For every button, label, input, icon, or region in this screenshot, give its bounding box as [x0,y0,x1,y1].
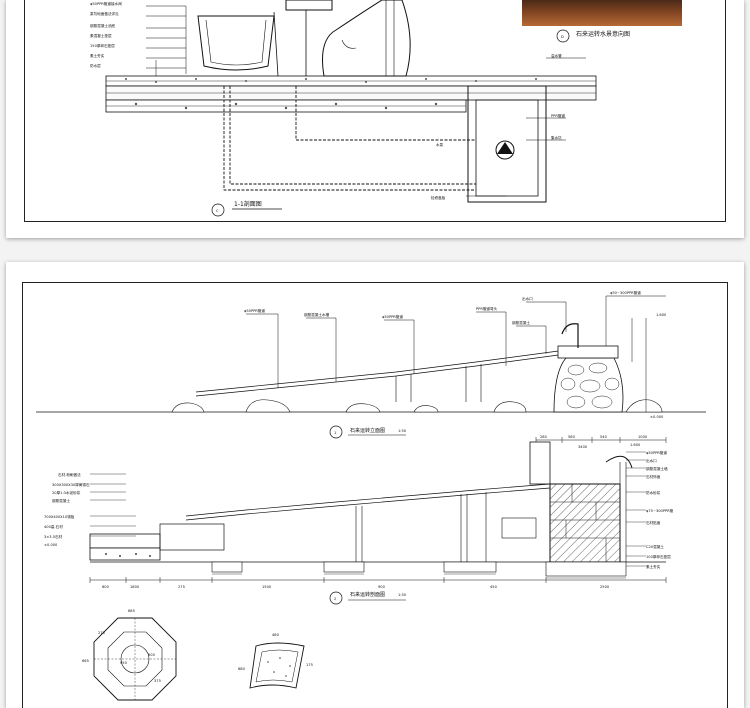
octagon-dim: 500 [148,653,156,657]
svg-text:φ50~300PPR管道: φ50~300PPR管道 [610,290,641,295]
svg-text:防水砂浆: 防水砂浆 [646,490,661,495]
svg-text:出水口: 出水口 [522,296,533,301]
octagon-dim: 950 [120,661,128,665]
dim-bottom: 1800 [130,585,140,589]
callout-label: 钢筋混凝土池底 [90,23,116,28]
callout-label: φ50PPR管道接水阀 [90,1,122,6]
dim-bottom: 600 [102,585,110,589]
dim-bottom: 275 [178,585,185,589]
svg-text:φ50PPR管道: φ50PPR管道 [646,450,667,455]
octagon-dim: 375 [154,679,161,683]
dim-top: 3400 [578,445,588,449]
callout-label: PPR管道 [551,113,565,118]
section-title: 石来运转剖面图 [350,591,385,598]
octagon-dim: 275 [98,631,105,635]
svg-text:±0.000: ±0.000 [650,415,664,419]
elevation-scale: 1:50 [398,429,407,433]
section-title: 1-1剖面图 [234,200,262,208]
callout-label: 防水层 [90,63,101,68]
section-drawing: φ50PPR管道接水阀 泵坑地面做法详见 钢筋混凝土池底 素混凝土垫层 150厚… [90,0,630,217]
fan-dim: 175 [306,663,313,667]
svg-text:300X300X30厚黄锈石: 300X300X30厚黄锈石 [52,482,90,487]
dim-top: 540 [600,435,608,439]
dim-bottom: 2500 [600,585,610,589]
section-scale: 1:50 [398,593,407,597]
svg-text:20厚1:3水泥砂浆: 20厚1:3水泥砂浆 [52,490,81,495]
octagon-dim: 665 [82,659,89,663]
callout-label: 集水坑 [551,135,562,140]
svg-text:钢筋混凝土水槽: 钢筋混凝土水槽 [304,312,330,317]
svg-text:出水口: 出水口 [646,458,657,463]
drawing-frame [22,282,728,708]
svg-text:±0.000: ±0.000 [44,543,58,547]
callout-label: 150厚碎石垫层 [90,43,115,48]
svg-text:φ50PPR管道: φ50PPR管道 [244,308,265,313]
svg-text:石材饰面: 石材饰面 [646,474,661,479]
callout-label: 泵坑地面做法详见 [90,11,119,16]
callout-label: 溢水管 [551,53,562,58]
dim-top: 580 [568,435,576,439]
svg-text:1.600: 1.600 [656,313,667,317]
svg-text:100厚碎石垫层: 100厚碎石垫层 [646,554,671,559]
svg-text:700X400X10锈板: 700X400X10锈板 [44,514,75,519]
drawing-sheet-elevation: φ50PPR管道 钢筋混凝土水槽 φ50PPR管道 PPR管道弯头 出水口 钢筋… [6,262,744,708]
svg-text:PPR管道弯头: PPR管道弯头 [476,306,498,311]
callout-label: 素土夯实 [90,53,105,58]
section-marker-circle [211,203,225,217]
dim-bottom: 1500 [262,585,272,589]
fan-dim: 480 [272,633,280,637]
reference-photo [522,0,682,26]
section-marker-label: C [216,209,219,213]
svg-text:3×3.5石材: 3×3.5石材 [44,534,63,539]
dim-bottom: 900 [378,585,386,589]
svg-text:钢筋混凝土: 钢筋混凝土 [52,498,70,503]
svg-text:素土夯实: 素土夯实 [646,564,661,569]
octagon-dim: 685 [128,609,135,613]
callout-label: 检修盖板 [431,195,446,200]
elevation-drawing: φ50PPR管道 钢筋混凝土水槽 φ50PPR管道 PPR管道弯头 出水口 钢筋… [36,290,706,701]
svg-text:φ75~300PPR管: φ75~300PPR管 [646,508,674,513]
fan-dim: 680 [238,667,246,671]
svg-text:石材.粉刷做法: 石材.粉刷做法 [58,472,81,477]
dim-top: 280 [540,435,548,439]
photo-caption: 石来运转水景意向图 [576,30,630,38]
dim-top: 1000 [638,435,648,439]
elevation-title: 石来运转立面图 [350,427,385,434]
svg-text:1.600: 1.600 [630,443,641,447]
drawing-sheet-section: φ50PPR管道接水阀 泵坑地面做法详见 钢筋混凝土池底 素混凝土垫层 150厚… [6,0,744,238]
svg-text:石材贴面: 石材贴面 [646,520,661,525]
dim-bottom: 450 [490,585,498,589]
section-marker: 2 [334,597,336,601]
svg-text:φ50PPR管道: φ50PPR管道 [382,314,403,319]
svg-text:钢筋混凝土: 钢筋混凝土 [512,320,530,325]
svg-text:400高 石材: 400高 石材 [44,524,63,529]
svg-text:C20混凝土: C20混凝土 [646,544,664,549]
photo-marker-label: D [561,35,564,39]
callout-label: 素混凝土垫层 [90,33,112,38]
drawing-frame [24,0,726,222]
elevation-marker: 1 [334,431,336,435]
svg-text:钢筋混凝土墙: 钢筋混凝土墙 [646,466,668,471]
callout-label: 水泵 [436,142,444,147]
